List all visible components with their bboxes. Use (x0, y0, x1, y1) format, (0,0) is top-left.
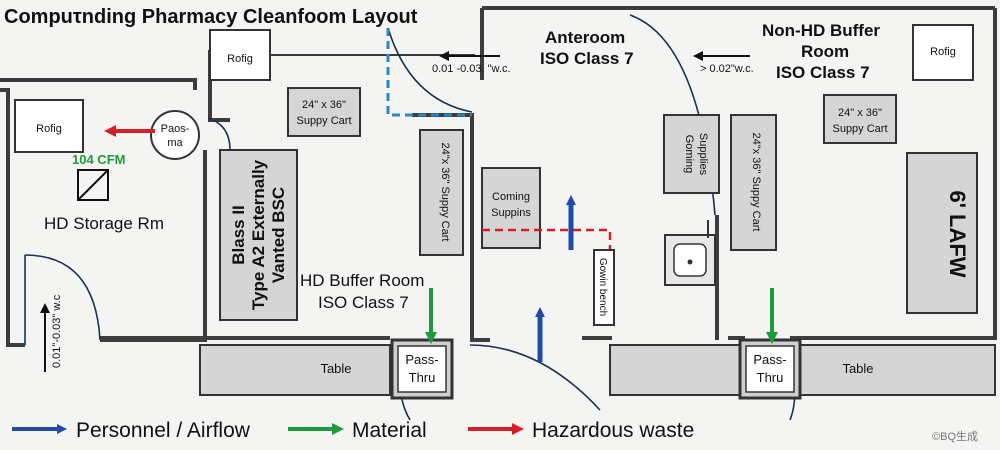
cfm-label: 104 CFM (72, 152, 125, 167)
exhaust-grille-icon (77, 169, 109, 201)
gowning-supplies: Goming Supplies (663, 114, 720, 194)
svg-text:Supplies: Supplies (697, 133, 709, 176)
non-hd-label-line1: Non-HD Buffer (762, 21, 880, 40)
svg-text:24" x 36": 24" x 36" (838, 107, 882, 119)
svg-text:Pass-: Pass- (753, 352, 786, 367)
laminar-airflow-workbench: 6' LAFW (906, 152, 978, 314)
svg-text:Vanted BSC: Vanted BSC (269, 187, 288, 283)
hd-buffer-label-line1: HD Buffer Room (300, 271, 424, 290)
svg-text:Material: Material (352, 419, 427, 442)
svg-text:Suppy Cart: Suppy Cart (296, 115, 351, 127)
svg-text:Rofig: Rofig (36, 123, 62, 135)
supply-cart-left: 24" x 36" Suppy Cart (287, 87, 361, 137)
svg-text:Thru: Thru (757, 370, 784, 385)
waste-path (482, 228, 612, 250)
svg-text:Personnel / Airflow: Personnel / Airflow (76, 419, 251, 442)
svg-text:Hazardous waste: Hazardous waste (532, 419, 694, 442)
legend-item-personnel: Personnel / Airflow (12, 419, 251, 442)
svg-text:Type A2 Externally: Type A2 Externally (249, 159, 268, 310)
svg-text:24"x 36" Suppy Cart: 24"x 36" Suppy Cart (750, 133, 762, 232)
svg-text:Suppy Cart: Suppy Cart (832, 123, 887, 135)
anteroom-door-dashed (386, 28, 472, 117)
svg-text:Gowin bench: Gowin bench (597, 258, 608, 316)
svg-text:24" x 36": 24" x 36" (302, 99, 346, 111)
svg-text:24"x 36" Suppy Cart: 24"x 36" Suppy Cart (439, 143, 451, 242)
svg-text:Table: Table (842, 361, 873, 376)
legend: Personnel / Airflow Material Hazardous w… (12, 419, 694, 442)
walls (0, 6, 997, 347)
svg-text:Coming: Coming (492, 191, 530, 203)
supply-cart-right: 24" x 36" Suppy Cart (823, 94, 897, 144)
pass-thru-left: Pass- Thru (390, 338, 454, 400)
svg-text:Suppins: Suppins (491, 207, 531, 219)
fridge-left: Rofig (14, 99, 84, 153)
svg-text:Paos-: Paos- (161, 123, 190, 135)
legend-item-material: Material (288, 419, 427, 442)
non-hd-label-line3: ISO Class 7 (776, 63, 870, 82)
fridge-top: Rofig (209, 29, 271, 81)
gown-bench: Gowin bench (593, 249, 615, 326)
legend-item-waste: Hazardous waste (468, 419, 694, 442)
table-left: Table (199, 344, 391, 396)
anteroom-label-line2: ISO Class 7 (540, 49, 634, 68)
pass-thru-right: Pass- Thru (738, 338, 802, 400)
svg-text:Blass II: Blass II (229, 205, 248, 265)
hd-buffer-label-line2: ISO Class 7 (318, 293, 409, 312)
svg-text:6' LAFW: 6' LAFW (945, 190, 970, 277)
coming-supplies: Coming Suppins (481, 167, 541, 249)
svg-text:ma: ma (167, 137, 183, 149)
page-title: Compuτnding Pharmacy Cleanfoom Layout (4, 6, 418, 28)
sink-icon (664, 220, 716, 286)
svg-text:Rofig: Rofig (227, 53, 253, 65)
svg-text:Thru: Thru (409, 370, 436, 385)
non-hd-label-line2: Room (801, 42, 849, 61)
bsc-cabinet: Blass II Type A2 Externally Vanted BSC (219, 149, 298, 321)
svg-text:Pass-: Pass- (405, 352, 438, 367)
svg-text:Table: Table (320, 361, 351, 376)
supply-cart-vertical-left: 24"x 36" Suppy Cart (419, 129, 464, 256)
anteroom-label-line1: Anteroom (545, 28, 625, 47)
pass-box: Paos- ma (150, 110, 200, 160)
watermark: ©BQ生成 (932, 429, 978, 443)
hd-storage-pressure: 0.01"-0.03" w.c (51, 294, 63, 368)
svg-text:Rofig: Rofig (930, 46, 956, 58)
svg-text:Goming: Goming (683, 135, 695, 174)
anteroom-pressure: 0.01 -0.03. "w.c. (432, 63, 511, 75)
table-right: Table (609, 344, 996, 396)
hd-storage-label: HD Storage Rm (44, 214, 164, 233)
supply-cart-vertical-right: 24"x 36" Suppy Cart (730, 114, 777, 251)
fridge-right: Rofig (912, 24, 974, 81)
non-hd-pressure: > 0.02"w.c. (700, 63, 754, 75)
